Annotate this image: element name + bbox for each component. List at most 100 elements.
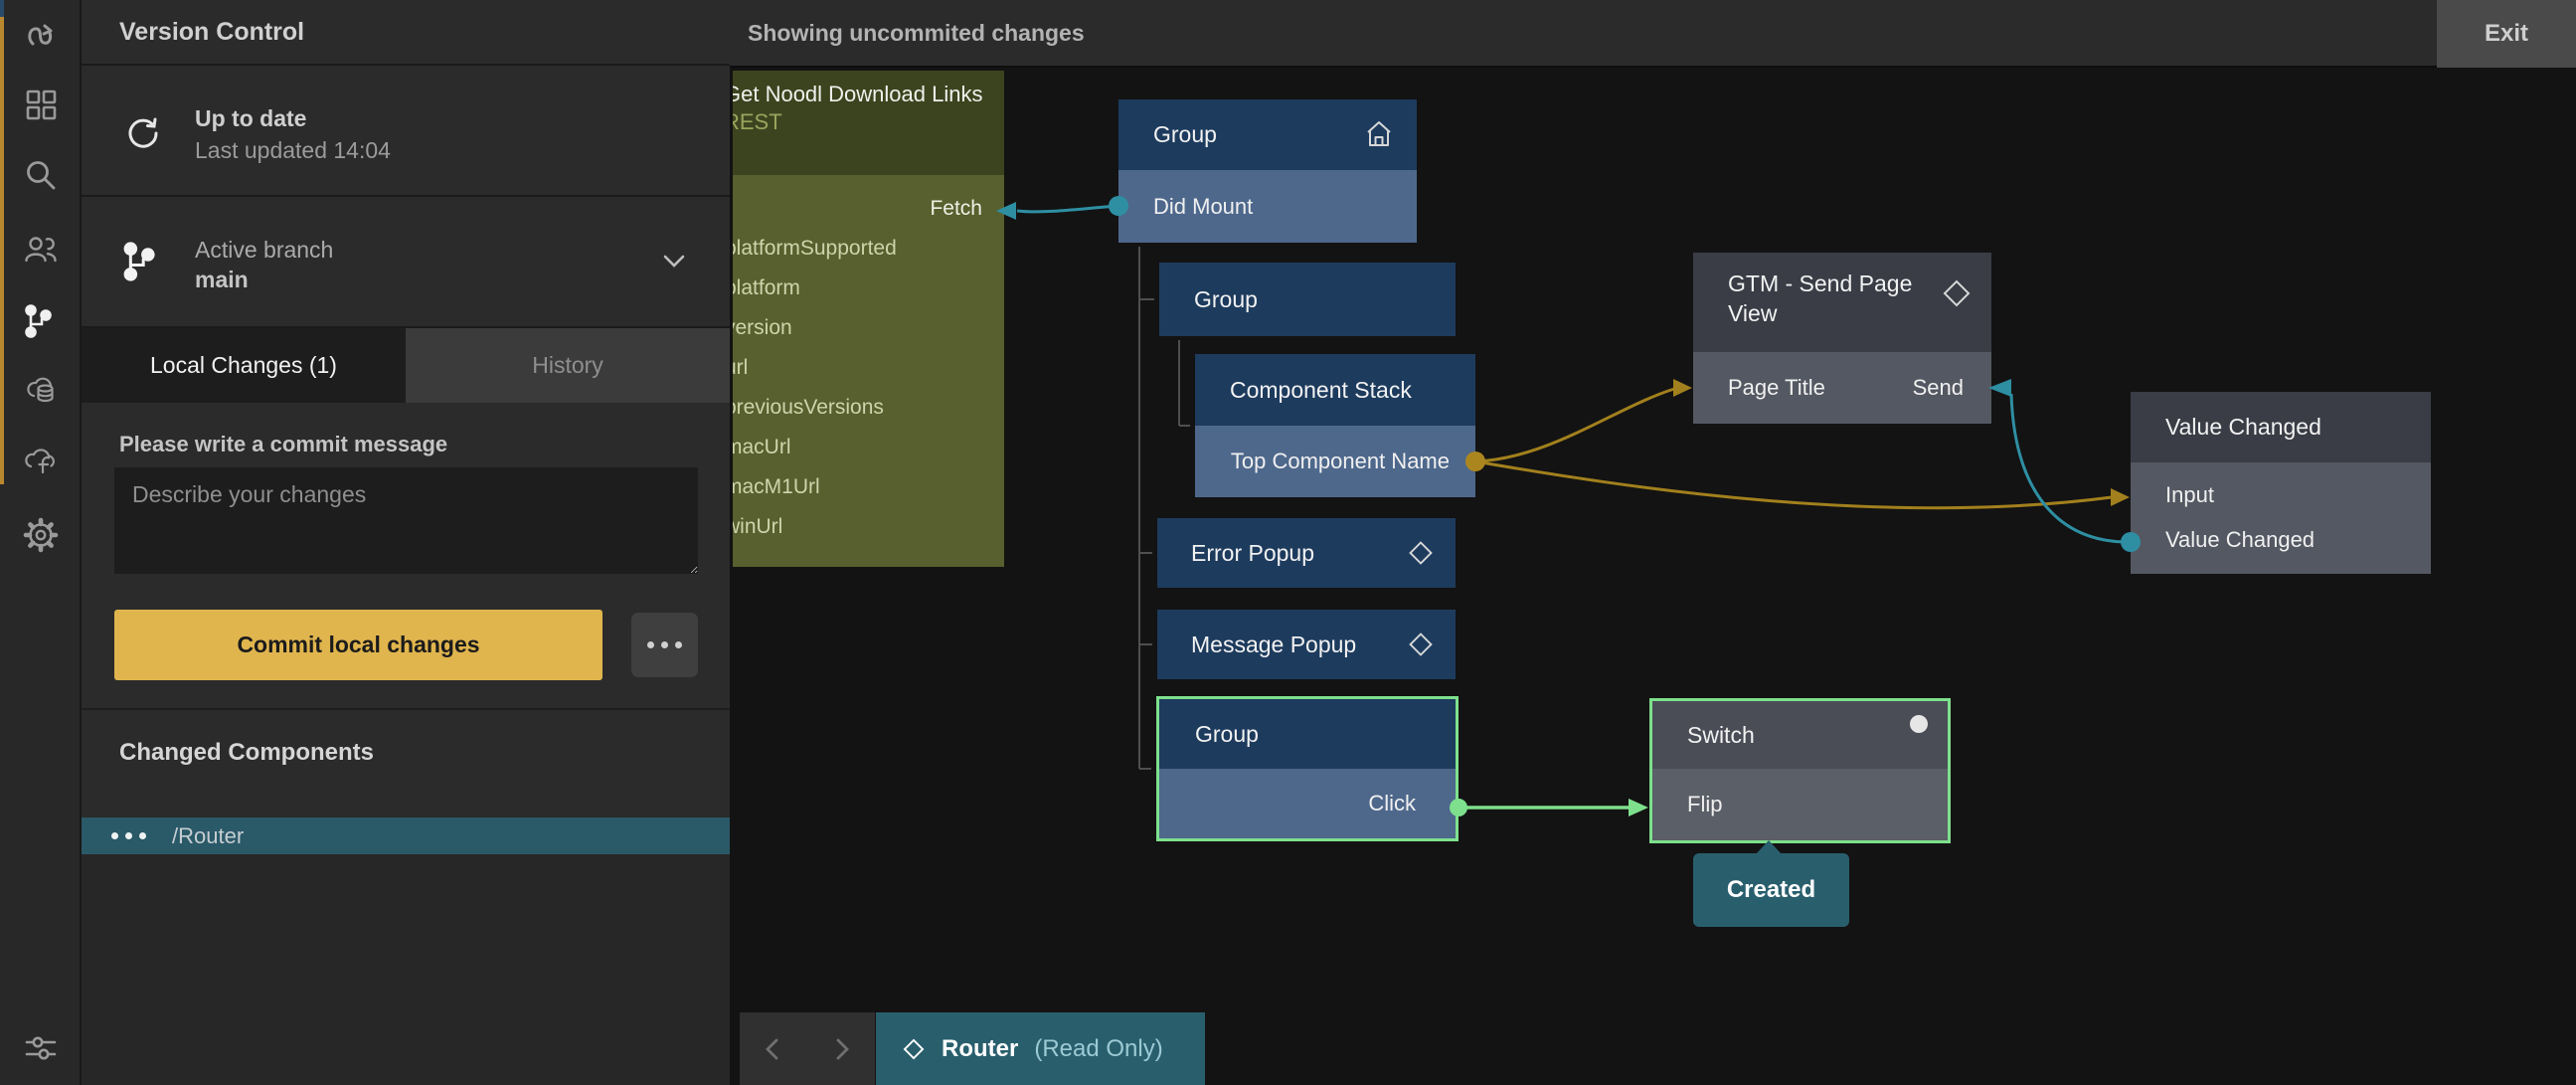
icon-sidebar <box>0 0 82 1085</box>
node-error-popup[interactable]: Error Popup <box>1157 518 1456 588</box>
search-icon[interactable] <box>23 157 59 193</box>
node-type-label: REST <box>733 109 782 134</box>
port-fetch[interactable]: Fetch <box>930 197 982 220</box>
wire-didmount-fetch <box>1016 204 1119 214</box>
version-control-tabs: Local Changes (1) History <box>82 328 730 403</box>
components-grid-icon[interactable] <box>23 87 59 122</box>
node-group-selected[interactable]: Group Click <box>1156 696 1459 841</box>
changed-components-list-area <box>82 854 730 1085</box>
node-title: Group <box>1153 121 1217 147</box>
node-title: Error Popup <box>1191 540 1315 566</box>
node-group-2[interactable]: Group <box>1159 263 1456 336</box>
navigation-history-bar <box>740 1012 875 1085</box>
commit-message-input[interactable] <box>114 467 698 574</box>
connection-wires <box>996 196 2141 816</box>
arrowhead <box>1673 379 1692 397</box>
port-output[interactable]: macUrl <box>733 436 791 458</box>
node-graph-canvas[interactable]: Get Noodl Download Links REST Fetch plat… <box>730 68 2576 1085</box>
node-title: Group <box>1159 699 1456 769</box>
status-dot-icon <box>1910 715 1928 733</box>
port-flip[interactable]: Flip <box>1652 769 1948 840</box>
component-diamond-icon <box>1942 278 1972 308</box>
editor-settings-tune-icon[interactable] <box>23 1030 59 1066</box>
noodl-logo-icon[interactable] <box>23 18 59 54</box>
arrowhead <box>2111 488 2130 506</box>
settings-gear-icon[interactable] <box>23 517 59 553</box>
node-title: Value Changed <box>2131 392 2431 462</box>
arrowhead <box>1629 799 1648 816</box>
port-output[interactable]: platform <box>733 276 800 299</box>
version-control-panel: Version Control Up to date Last updated … <box>82 0 730 1085</box>
node-title: GTM - Send Page View <box>1728 271 1913 326</box>
collaboration-users-icon[interactable] <box>23 231 59 267</box>
sync-status-text: Up to date <box>195 105 307 131</box>
port-top-component-name[interactable]: Top Component Name <box>1195 426 1475 497</box>
port-value-changed[interactable]: Value Changed <box>2165 527 2316 552</box>
component-diamond-icon <box>902 1037 926 1061</box>
port-output[interactable]: version <box>733 316 792 339</box>
window-edge-strip <box>0 0 4 1085</box>
active-branch-row[interactable]: Active branch main <box>82 197 730 328</box>
exit-button[interactable]: Exit <box>2437 0 2576 68</box>
sync-status-row[interactable]: Up to date Last updated 14:04 <box>82 68 730 197</box>
wire-topcomponent-input <box>1474 459 2113 510</box>
node-component-stack[interactable]: Component Stack Top Component Name <box>1195 354 1475 497</box>
changed-status-dots-icon <box>111 832 146 839</box>
node-group-root[interactable]: Group Did Mount <box>1118 99 1417 243</box>
tab-local-changes[interactable]: Local Changes (1) <box>82 328 406 403</box>
uncommitted-changes-status: Showing uncommited changes <box>748 20 1085 46</box>
node-title: Switch <box>1687 722 1755 748</box>
refresh-icon[interactable] <box>123 111 163 151</box>
active-branch-label: Active branch <box>195 237 334 263</box>
open-component-tab-router[interactable]: Router (Read Only) <box>876 1012 1205 1085</box>
panel-header: Version Control <box>82 0 730 66</box>
port-page-title[interactable]: Page Title <box>1728 375 1825 400</box>
ellipsis-icon <box>647 641 654 648</box>
changed-components-heading: Changed Components <box>119 739 374 766</box>
edge-strip-blue <box>0 0 4 17</box>
changed-component-row-router[interactable]: /Router <box>82 817 730 854</box>
cloud-functions-icon[interactable] <box>23 443 59 478</box>
node-switch[interactable]: Switch Flip <box>1649 698 1951 843</box>
sync-last-updated: Last updated 14:04 <box>195 137 391 163</box>
port-output[interactable]: previousVersions <box>733 396 884 419</box>
tab-history[interactable]: History <box>406 328 730 403</box>
active-branch-name: main <box>195 267 249 292</box>
port-output[interactable]: platformSupported <box>733 237 897 260</box>
node-title: Get Noodl Download Links <box>733 82 983 106</box>
canvas-top-bar: Showing uncommited changes Exit <box>730 0 2576 68</box>
edge-strip-gold <box>0 17 4 484</box>
version-control-branch-icon[interactable] <box>23 303 59 339</box>
branch-icon <box>121 241 163 282</box>
node-message-popup[interactable]: Message Popup <box>1157 610 1456 679</box>
tab-readonly-badge: (Read Only) <box>1034 1034 1163 1062</box>
cloud-data-icon[interactable] <box>23 373 59 409</box>
node-gtm-send-page-view[interactable]: GTM - Send Page View Page Title Send <box>1693 253 1991 424</box>
port-output[interactable]: winUrl <box>733 515 783 538</box>
commit-local-changes-button[interactable]: Commit local changes <box>114 610 602 680</box>
node-title: Component Stack <box>1195 354 1475 426</box>
port-input[interactable]: Input <box>2165 482 2214 507</box>
hierarchy-line-sub <box>1178 340 1190 427</box>
commit-message-prompt: Please write a commit message <box>119 432 448 456</box>
port-click[interactable]: Click <box>1159 769 1456 838</box>
port-send[interactable]: Send <box>1912 375 1964 400</box>
changed-component-name: /Router <box>172 822 245 848</box>
chevron-down-icon[interactable] <box>662 253 686 271</box>
back-chevron-icon[interactable] <box>759 1034 788 1064</box>
port-output[interactable]: macM1Url <box>733 475 820 498</box>
port-did-mount[interactable]: Did Mount <box>1118 170 1417 243</box>
tooltip-caret <box>1756 840 1782 854</box>
node-rest-get-noodl-download-links[interactable]: Get Noodl Download Links REST Fetch plat… <box>733 71 1004 567</box>
node-value-changed[interactable]: Value Changed Input Value Changed <box>2131 392 2431 574</box>
forward-chevron-icon[interactable] <box>826 1034 856 1064</box>
commit-more-options-button[interactable] <box>631 613 698 677</box>
wire-valuechanged-send <box>2009 393 2132 544</box>
node-title: Message Popup <box>1191 632 1357 657</box>
panel-title: Version Control <box>119 18 305 46</box>
wire-topcomponent-pagetitle <box>1474 387 1675 463</box>
section-divider <box>82 708 730 710</box>
hierarchy-ticks <box>1139 298 1154 770</box>
port-output[interactable]: url <box>733 356 749 379</box>
tab-component-name: Router <box>942 1034 1019 1062</box>
